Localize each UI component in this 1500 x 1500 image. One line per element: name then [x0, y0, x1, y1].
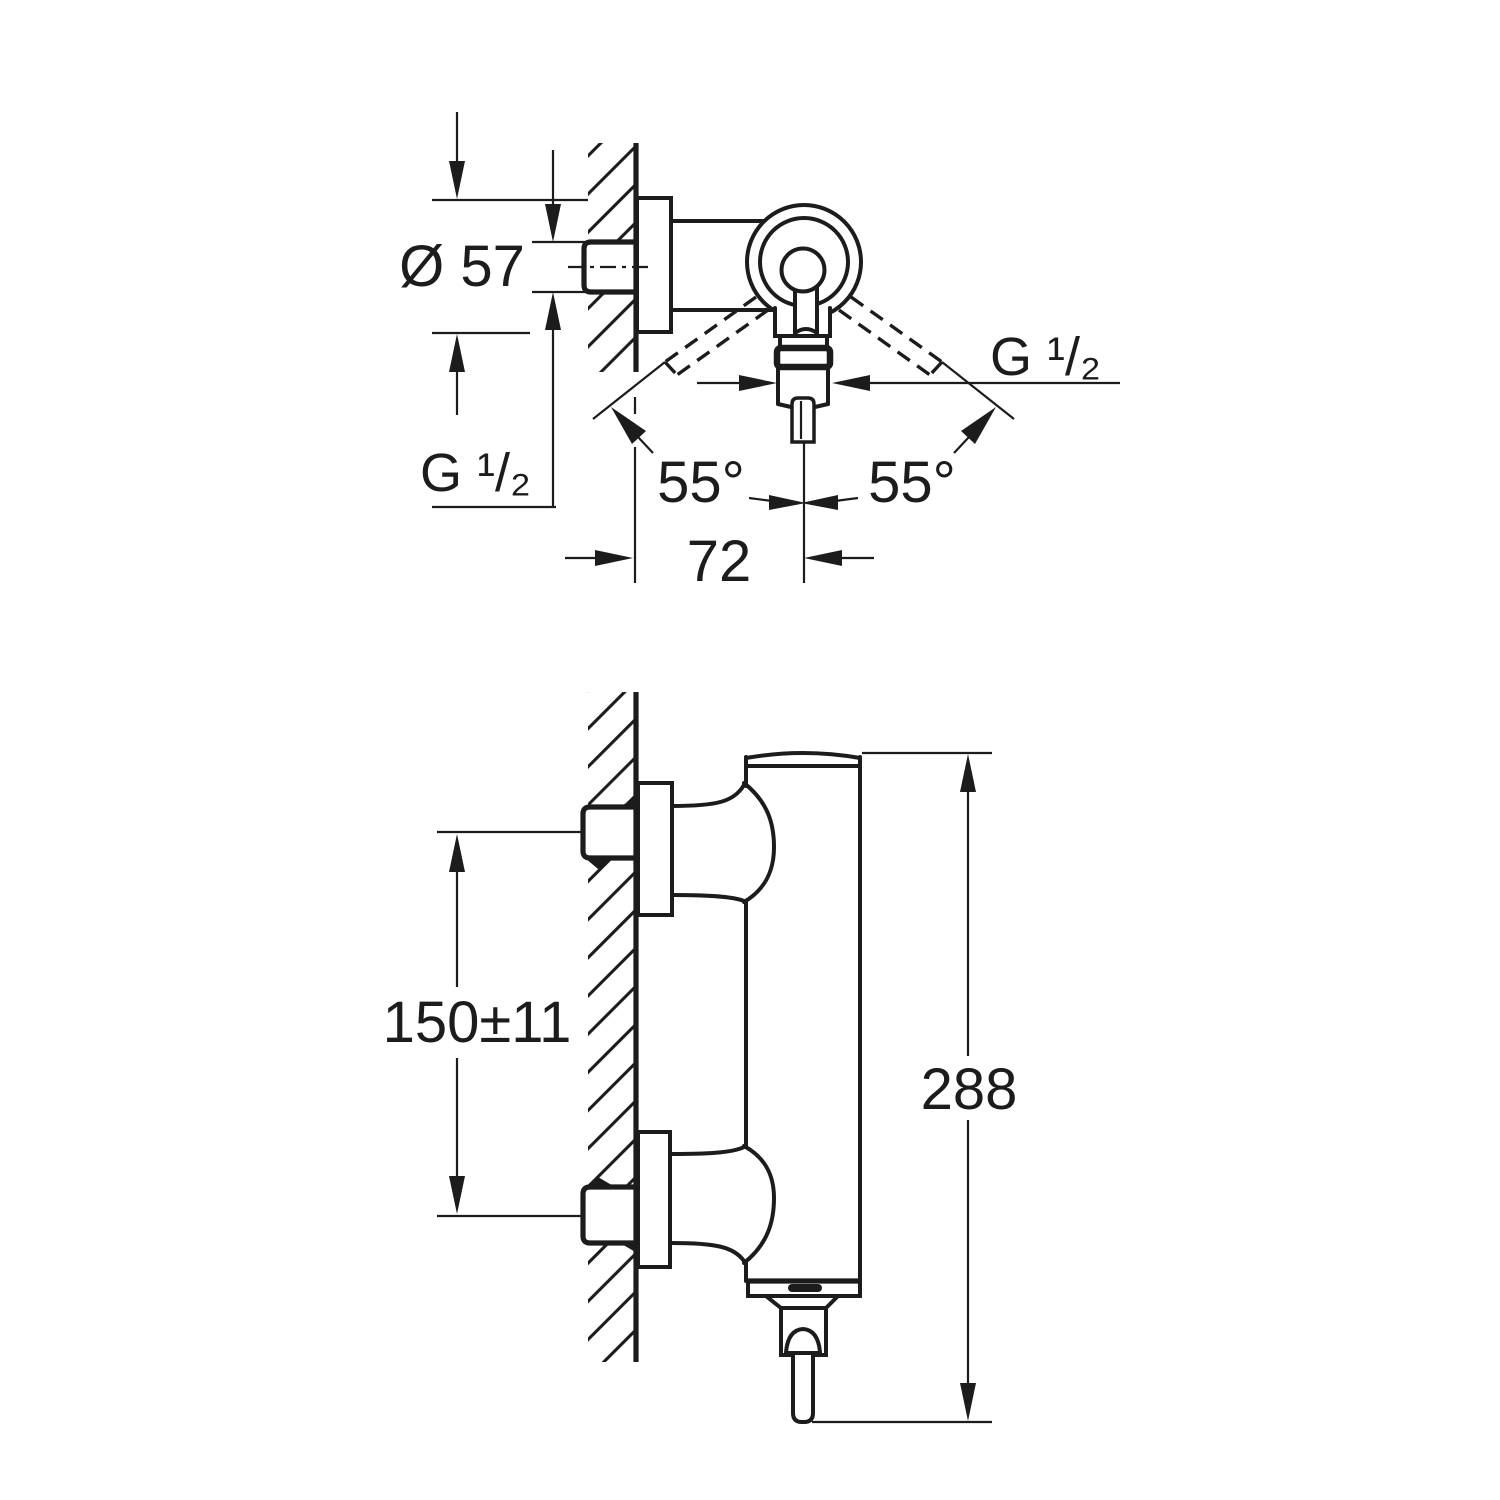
- label-wall-thread: G ¹/₂: [420, 443, 531, 503]
- plan-outlet: [773, 334, 834, 444]
- nut-shadow: [585, 858, 615, 869]
- nut-shadow: [620, 796, 637, 807]
- nut-shadow: [620, 1243, 637, 1253]
- lower-union: [670, 1144, 777, 1265]
- label-swing-angle-right: 55°: [868, 450, 956, 515]
- label-inlet-distance: 150±11: [383, 990, 572, 1055]
- lever-swivel-dashed-left: [663, 295, 769, 377]
- lever-swivel-dashed-right: [838, 295, 944, 377]
- label-swing-angle-left: 55°: [657, 450, 745, 515]
- label-wall-to-outlet: 72: [687, 529, 752, 594]
- dimension-wall-thread: [432, 150, 561, 509]
- label-outlet-thread: G ¹/₂: [990, 327, 1101, 387]
- mixer-body: [744, 751, 862, 1298]
- dimension-wall-to-outlet: [565, 550, 874, 566]
- hose-nipple: [790, 396, 816, 444]
- lever-ball-joint: [779, 246, 827, 294]
- angle-vertex-arrows: [748, 495, 859, 510]
- bottom-outlet: [760, 1294, 843, 1424]
- dimension-outlet-thread: [697, 375, 1120, 391]
- dimension-overall-height: [812, 751, 992, 1424]
- spout-tube: [791, 1353, 815, 1424]
- upper-union-nut: [580, 804, 639, 861]
- angle-annotation-right: [941, 361, 1015, 454]
- label-escutcheon-diameter: Ø 57: [399, 234, 525, 299]
- label-overall-height: 288: [921, 1057, 1018, 1122]
- upper-union: [670, 781, 777, 904]
- nut-shadow: [585, 1177, 615, 1187]
- lower-escutcheon: [636, 1130, 672, 1269]
- lower-union-nut: [580, 1184, 639, 1246]
- plan-view: Ø 57 G ¹/₂ 55° 55° 72 G ¹/₂: [399, 112, 1120, 594]
- upper-escutcheon: [636, 781, 674, 917]
- dimension-inlet-distance: [449, 834, 465, 1214]
- angle-annotation-left: [592, 361, 666, 454]
- dimension-escutcheon-diameter: [449, 112, 465, 415]
- wall-hatching: [588, 692, 634, 1362]
- plan-escutcheon: [635, 196, 673, 334]
- elevation-view: 150±11 288: [383, 692, 1018, 1424]
